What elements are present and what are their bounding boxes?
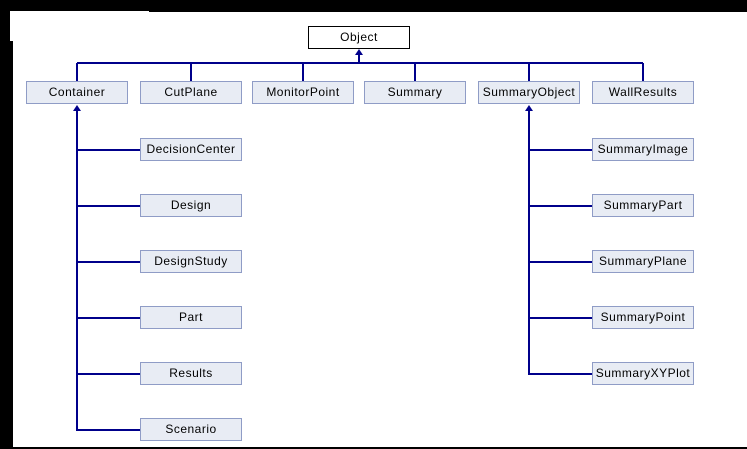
connector-summarypoint xyxy=(529,317,592,319)
connector-stub-summaryobject xyxy=(528,63,530,81)
connector-part xyxy=(77,317,140,319)
class-node-summaryobject[interactable]: SummaryObject xyxy=(478,81,580,104)
class-node-monitorpoint[interactable]: MonitorPoint xyxy=(252,81,354,104)
class-node-wallresults[interactable]: WallResults xyxy=(592,81,694,104)
arrow-up-to-container-icon xyxy=(73,105,81,111)
class-node-container[interactable]: Container xyxy=(26,81,128,104)
connector-container-trunk xyxy=(76,110,78,431)
connector-stub-container xyxy=(76,63,78,81)
connector-summaryimage xyxy=(529,149,592,151)
connector-object-stub xyxy=(358,54,360,64)
class-node-summarypart[interactable]: SummaryPart xyxy=(592,194,694,217)
class-node-summaryxyplot[interactable]: SummaryXYPlot xyxy=(592,362,694,385)
connector-stub-summary xyxy=(414,63,416,81)
class-node-results[interactable]: Results xyxy=(140,362,242,385)
connector-summaryxyplot xyxy=(529,373,592,375)
class-node-summary[interactable]: Summary xyxy=(364,81,466,104)
class-node-designstudy[interactable]: DesignStudy xyxy=(140,250,242,273)
connector-decisioncenter xyxy=(77,149,140,151)
class-node-summaryimage[interactable]: SummaryImage xyxy=(592,138,694,161)
connector-design xyxy=(77,205,140,207)
connector-stub-wallresults xyxy=(642,63,644,81)
class-node-part[interactable]: Part xyxy=(140,306,242,329)
connector-stub-monitorpoint xyxy=(302,63,304,81)
class-node-scenario[interactable]: Scenario xyxy=(140,418,242,441)
connector-stub-cutplane xyxy=(190,63,192,81)
class-node-design[interactable]: Design xyxy=(140,194,242,217)
connector-summaryplane xyxy=(529,261,592,263)
connector-results xyxy=(77,373,140,375)
connector-summaryobject-trunk xyxy=(528,110,530,375)
class-node-summaryplane[interactable]: SummaryPlane xyxy=(592,250,694,273)
connector-designstudy xyxy=(77,261,140,263)
class-node-decisioncenter[interactable]: DecisionCenter xyxy=(140,138,242,161)
class-node-cutplane[interactable]: CutPlane xyxy=(140,81,242,104)
connector-bus-line xyxy=(77,62,643,64)
connector-scenario xyxy=(77,429,140,431)
arrow-up-to-summaryobject-icon xyxy=(525,105,533,111)
class-node-summarypoint[interactable]: SummaryPoint xyxy=(592,306,694,329)
class-node-object[interactable]: Object xyxy=(308,26,410,49)
connector-summarypart xyxy=(529,205,592,207)
arrow-up-to-object-icon xyxy=(355,49,363,55)
